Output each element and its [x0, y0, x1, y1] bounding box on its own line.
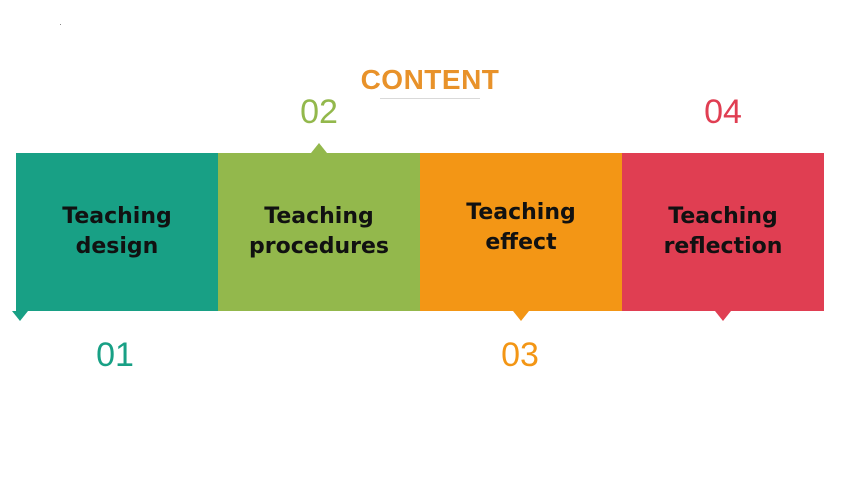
pointer-down-marker: [12, 311, 28, 321]
section-label: Teaching effect: [466, 200, 576, 255]
section-number-04: 04: [704, 93, 742, 131]
pointer-down-marker: [513, 311, 529, 321]
section-number-03: 03: [501, 336, 539, 374]
pointer-up-marker: [311, 143, 327, 153]
section-number-02: 02: [300, 93, 338, 131]
section-block-teaching-effect: Teaching effect: [420, 153, 622, 321]
section-label: Teaching reflection: [663, 204, 783, 259]
section-label: Teaching procedures: [249, 204, 389, 259]
section-block-teaching-procedures: Teaching procedures: [218, 143, 420, 311]
section-block-teaching-reflection: Teaching reflection: [622, 153, 824, 321]
section-number-01: 01: [96, 336, 134, 374]
decorative-dot: [60, 24, 61, 25]
section-block-teaching-design: Teaching design: [12, 153, 218, 321]
slide-title: CONTENT: [360, 64, 500, 95]
content-blocks: Teaching design Teaching procedures Teac…: [12, 143, 824, 321]
section-label: Teaching design: [62, 204, 172, 259]
title-underline: [380, 98, 480, 99]
pointer-down-marker: [715, 311, 731, 321]
